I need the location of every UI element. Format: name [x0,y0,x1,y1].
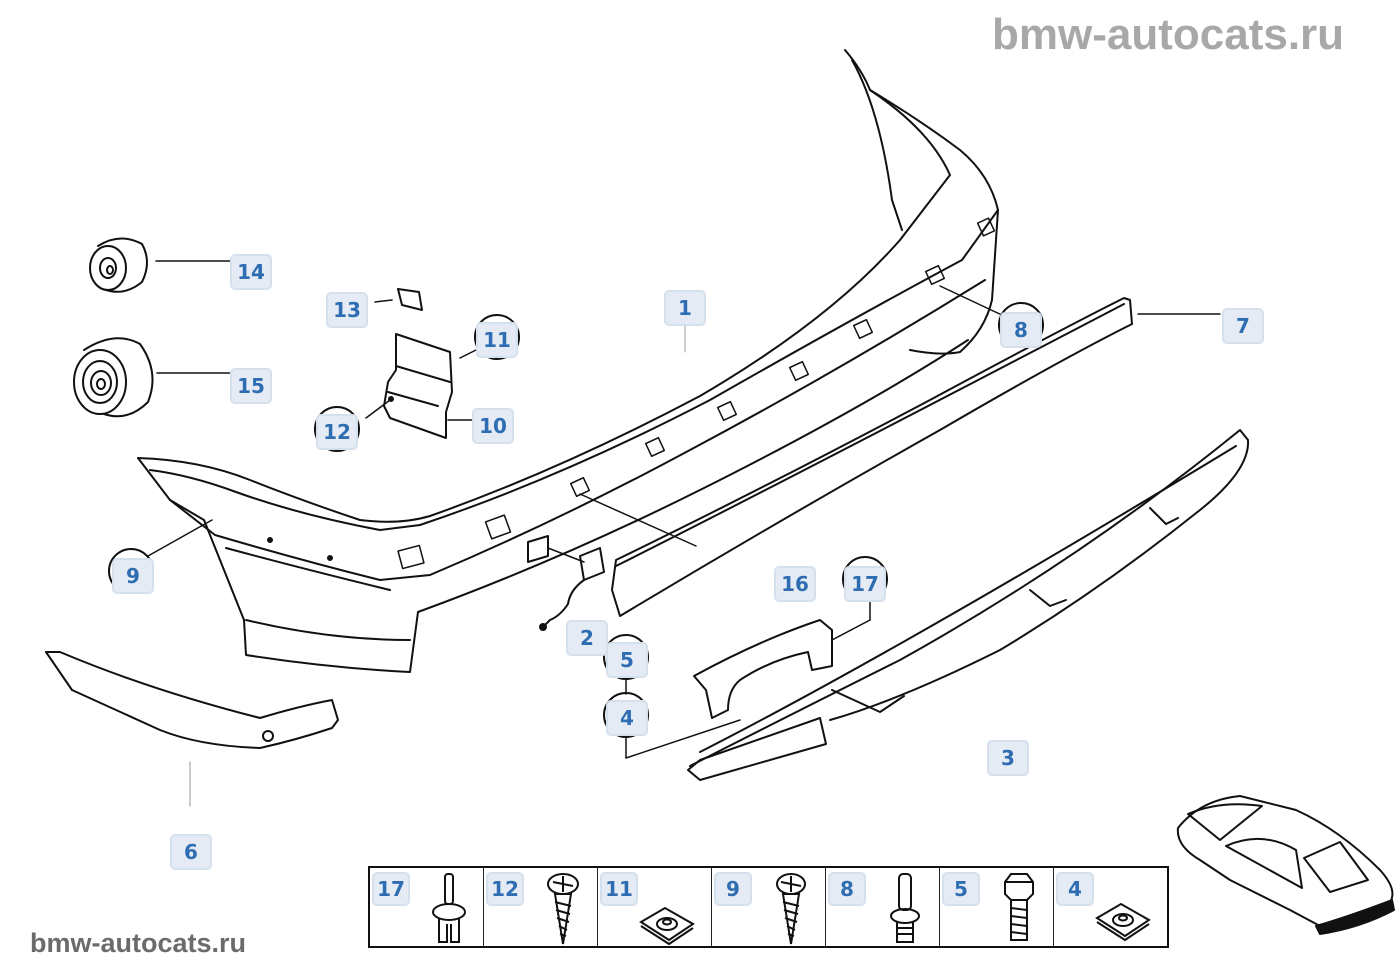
callout-15[interactable]: 15 [230,368,272,404]
hardware-cell[interactable]: 12 [484,868,598,946]
cap-drawing [374,288,423,311]
leader-lines [625,677,741,759]
callout-4[interactable]: 4 [606,700,648,736]
callout-14[interactable]: 14 [230,254,272,290]
hardware-cell[interactable]: 11 [598,868,712,946]
callout-17[interactable]: 17 [844,566,886,602]
buffer-large-drawing [73,337,231,418]
callout-7[interactable]: 7 [1222,308,1264,344]
car-overview-drawing [1176,795,1395,935]
watermark-top: bmw-autocats.ru [992,10,1345,59]
pan-head-screw-icon [547,873,579,945]
hardware-cell[interactable]: 8 [826,868,940,946]
bumper-support-drawing [687,429,1250,781]
clip-nut-icon [1095,902,1151,942]
hardware-cell[interactable]: 4 [1054,868,1167,946]
side-trim-drawing [45,651,339,807]
callout-2[interactable]: 2 [566,620,608,656]
buffer-small-drawing [89,237,231,293]
hardware-label[interactable]: 11 [600,872,638,906]
watermark-bottom: bmw-autocats.ru [30,928,247,958]
callout-1[interactable]: 1 [664,290,706,326]
hardware-cell[interactable]: 5 [940,868,1054,946]
tapping-screw-icon [776,873,806,945]
trim-strip-drawing [611,297,1221,617]
hardware-label[interactable]: 5 [942,872,980,906]
callout-5[interactable]: 5 [606,642,648,678]
callout-3[interactable]: 3 [987,740,1029,776]
callout-12[interactable]: 12 [316,414,358,450]
callout-11[interactable]: 11 [476,322,518,358]
hardware-cell[interactable]: 9 [712,868,826,946]
callout-16[interactable]: 16 [774,566,816,602]
mounting-bracket-drawing [693,601,871,719]
bracket-drawing [365,333,477,439]
callout-10[interactable]: 10 [472,408,514,444]
hardware-label[interactable]: 12 [486,872,524,906]
callout-8[interactable]: 8 [1000,312,1042,348]
hardware-strip: 17 12 11 9 8 [368,866,1169,948]
clip-nut-icon [639,906,695,946]
hardware-label[interactable]: 4 [1056,872,1094,906]
stud-pin-icon [890,873,920,943]
callout-9[interactable]: 9 [112,558,154,594]
hardware-cell[interactable]: 17 [370,868,484,946]
expanding-rivet-icon [432,873,466,943]
callout-13[interactable]: 13 [326,292,368,328]
bumper-cover-drawing [137,49,1005,673]
callout-6[interactable]: 6 [170,834,212,870]
hardware-label[interactable]: 9 [714,872,752,906]
hardware-label[interactable]: 17 [372,872,410,906]
hex-bolt-icon [1004,873,1034,941]
wiring-connector-drawing [527,535,605,631]
hardware-label[interactable]: 8 [828,872,866,906]
